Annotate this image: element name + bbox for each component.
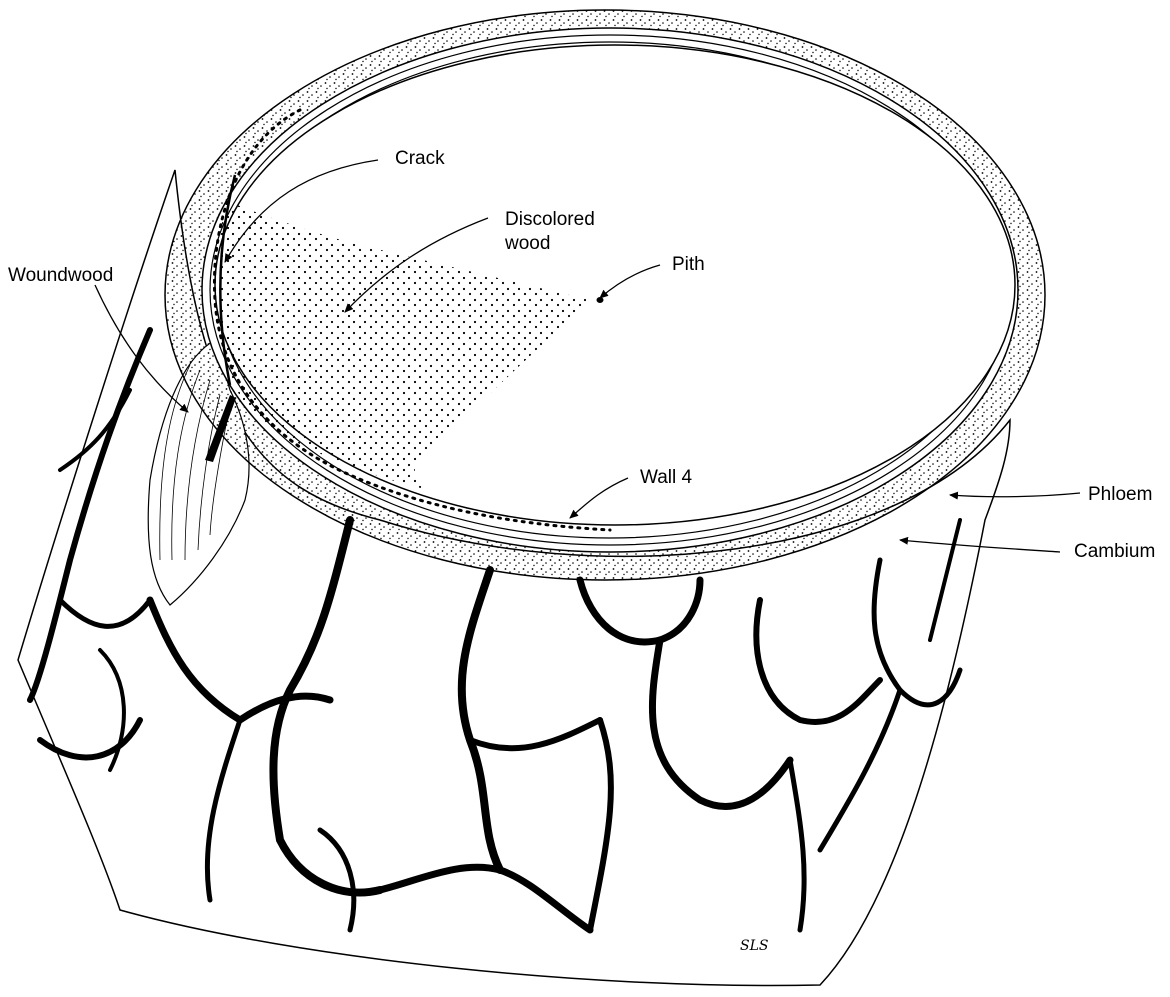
- stump-top: [165, 10, 1045, 580]
- label-cambium: Cambium: [1074, 541, 1155, 562]
- label-discolored-1: Discolored: [505, 209, 595, 230]
- label-wall4: Wall 4: [640, 467, 693, 488]
- label-discolored-2: wood: [504, 233, 550, 254]
- label-pith: Pith: [672, 254, 705, 275]
- label-crack: Crack: [395, 148, 445, 169]
- artist-signature: SLS: [740, 938, 768, 954]
- label-phloem: Phloem: [1088, 484, 1152, 505]
- label-woundwood: Woundwood: [8, 265, 113, 286]
